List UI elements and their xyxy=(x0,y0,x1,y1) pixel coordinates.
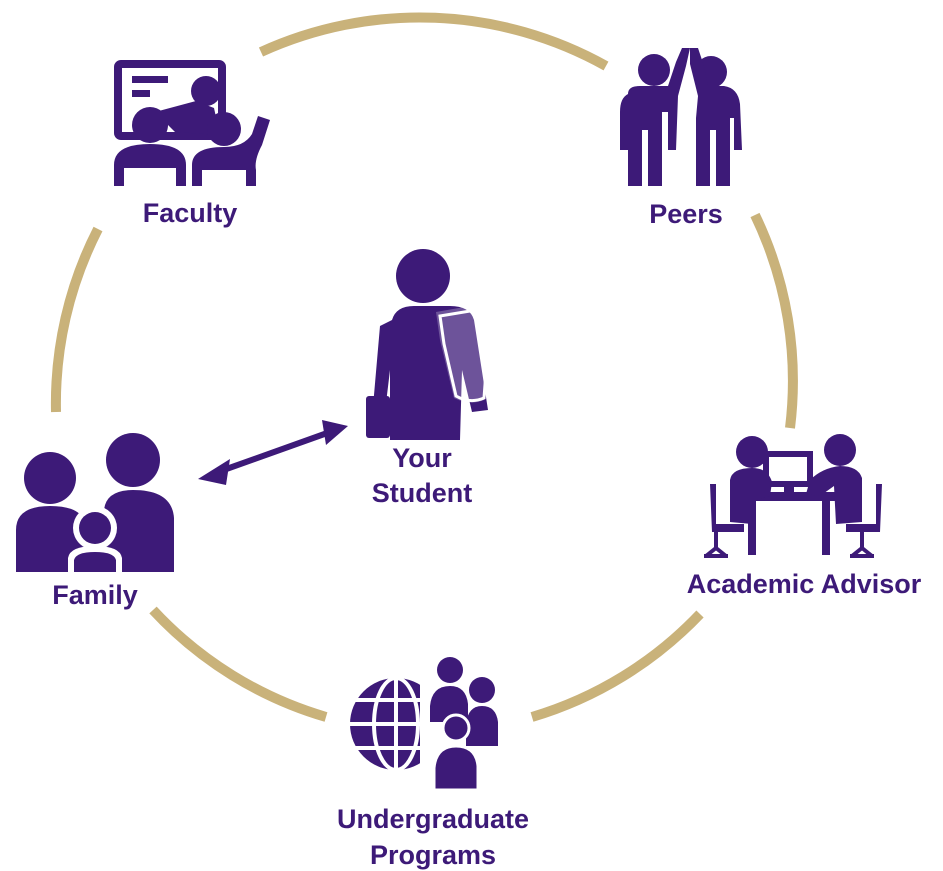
high-five-icon xyxy=(620,48,742,186)
student-label-line2: Student xyxy=(372,478,473,508)
programs-label-line2: Programs xyxy=(370,840,496,870)
faculty-label: Faculty xyxy=(143,198,238,228)
ring-arc-bottom-right xyxy=(530,610,704,722)
family-icon xyxy=(16,433,174,572)
advisor-label: Academic Advisor xyxy=(687,569,922,599)
student-backpack-icon xyxy=(366,249,491,440)
family-label: Family xyxy=(52,580,138,610)
ring-arc-top-right xyxy=(750,212,798,429)
programs-label-line1: Undergraduate xyxy=(337,804,529,834)
ring xyxy=(50,12,798,722)
globe-people-icon xyxy=(350,657,500,792)
peers-label: Peers xyxy=(649,199,723,229)
family-student-double-arrow xyxy=(198,420,348,485)
teacher-presentation-icon xyxy=(114,60,270,186)
ring-arc-bottom-left xyxy=(149,606,328,722)
ring-arc-left xyxy=(50,226,103,413)
student-label-line1: Your xyxy=(392,443,452,473)
ring-arc-top xyxy=(258,12,609,71)
advisor-meeting-icon xyxy=(704,434,882,558)
